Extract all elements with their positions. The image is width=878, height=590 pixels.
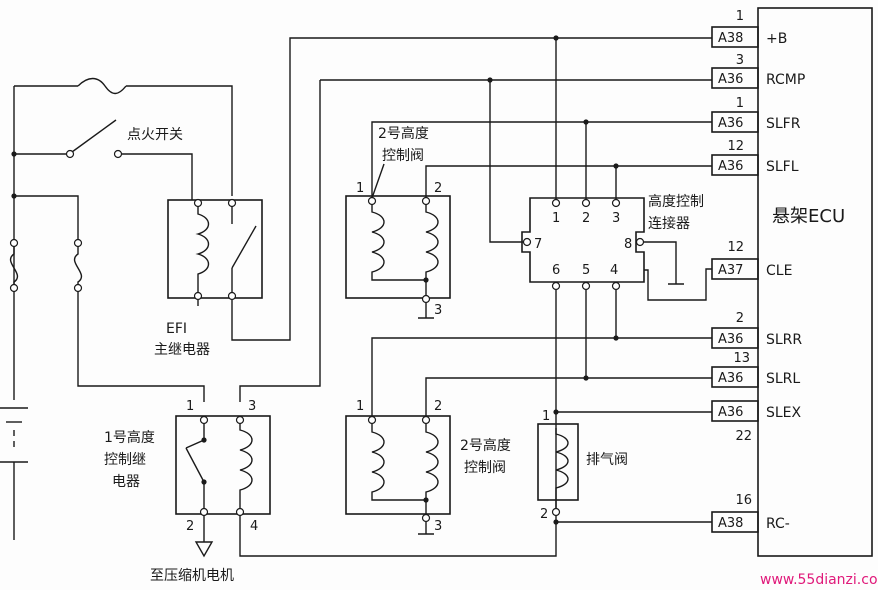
ecu-box [757,7,873,557]
svg-text:2号高度: 2号高度 [378,125,429,142]
svg-text:SLEX: SLEX [766,405,802,421]
svg-text:12: 12 [727,139,744,154]
svg-text:2: 2 [736,311,744,326]
power-wiring [0,77,233,540]
efi-relay-label-2: 主继电器 [154,342,210,358]
exhaust-valve [537,423,579,508]
svg-text:2号高度: 2号高度 [460,437,511,454]
svg-text:A36: A36 [718,371,743,386]
svg-text:16: 16 [735,493,752,508]
svg-text:2: 2 [434,181,442,196]
ecu-pin-slfr: 1 A36 SLFR [711,96,801,133]
svg-text:2: 2 [540,507,548,522]
svg-text:5: 5 [582,263,590,278]
svg-text:SLRR: SLRR [766,332,802,348]
ecu-pin-rc: 16 A38 RC- [711,493,790,533]
efi-main-relay [167,199,263,299]
svg-text:控制阀: 控制阀 [382,148,424,164]
svg-text:13: 13 [733,351,750,366]
svg-text:1: 1 [356,181,364,196]
svg-text:3: 3 [736,53,744,68]
svg-text:+B: +B [766,31,787,47]
svg-text:22: 22 [735,429,752,444]
svg-text:4: 4 [250,519,258,534]
svg-text:1: 1 [736,96,744,111]
svg-text:1: 1 [736,9,744,24]
efi-relay-label: EFI [166,321,187,337]
svg-text:A37: A37 [718,263,743,278]
watermark: www.55dianzi.com [760,572,878,588]
svg-text:A36: A36 [718,405,743,420]
svg-text:CLE: CLE [766,263,792,279]
height-control-relay-1 [175,415,271,515]
svg-text:A38: A38 [718,516,743,531]
svg-text:3: 3 [612,211,620,226]
svg-text:1: 1 [356,399,364,414]
svg-text:A38: A38 [718,31,743,46]
ecu-pin-slrr: 2 A36 SLRR [711,311,802,349]
svg-text:2: 2 [582,211,590,226]
svg-text:控制继: 控制继 [104,452,146,468]
svg-text:SLRL: SLRL [766,371,800,387]
svg-text:1: 1 [552,211,560,226]
svg-text:SLFR: SLFR [766,116,801,132]
ignition-switch-label: 点火开关 [127,127,183,143]
svg-text:3: 3 [434,303,442,318]
svg-text:2: 2 [434,399,442,414]
ecu-pin-slrl: 13 A36 SLRL [711,351,800,388]
ecu-pin-b: 1 A38 +B [711,9,787,48]
svg-text:6: 6 [552,263,560,278]
ecu-pin-slfl: 12 A36 SLFL [711,139,799,176]
svg-text:A36: A36 [718,159,743,174]
svg-text:至压缩机电机: 至压缩机电机 [150,568,234,584]
svg-text:控制阀: 控制阀 [464,460,506,476]
svg-text:1号高度: 1号高度 [104,429,155,446]
svg-text:7: 7 [534,237,542,252]
ecu-pin-cle: 12 A37 CLE [711,240,792,280]
svg-text:SLFL: SLFL [766,159,799,175]
rear-height-valve [345,415,451,516]
ecu-title: 悬架ECU [772,206,845,227]
svg-text:4: 4 [610,263,618,278]
svg-text:A36: A36 [718,116,743,131]
svg-text:高度控制: 高度控制 [648,193,704,210]
svg-text:排气阀: 排气阀 [586,452,628,468]
ecu-pin-slex: A36 SLEX 22 [711,400,802,444]
svg-text:1: 1 [186,399,194,414]
svg-text:连接器: 连接器 [648,215,690,232]
svg-text:1: 1 [542,409,550,424]
svg-text:3: 3 [434,519,442,534]
svg-text:3: 3 [248,399,256,414]
svg-text:12: 12 [727,240,744,255]
svg-text:RCMP: RCMP [766,72,805,88]
ecu-pin-rcmp: 3 A36 RCMP [711,53,805,89]
height-connector [521,197,645,283]
svg-text:8: 8 [624,237,632,252]
svg-text:A36: A36 [718,332,743,347]
svg-text:电器: 电器 [112,474,140,490]
svg-text:A36: A36 [718,72,743,87]
svg-text:RC-: RC- [766,516,790,532]
svg-text:2: 2 [186,519,194,534]
front-height-valve [345,195,451,299]
